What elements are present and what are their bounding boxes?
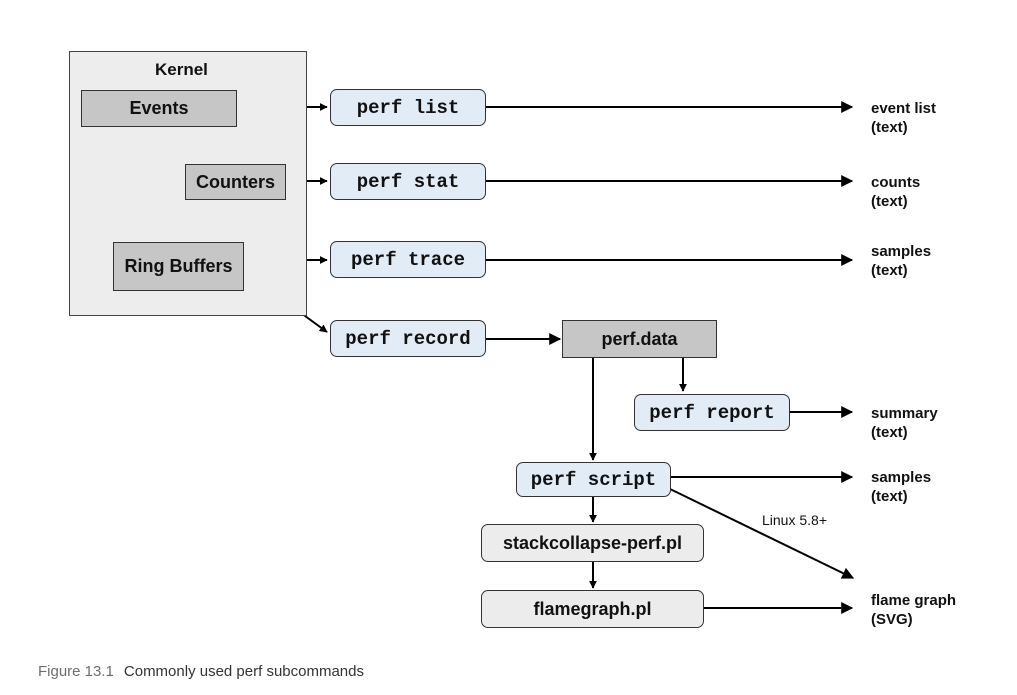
output-summary-line1: summary: [871, 405, 938, 422]
stackcollapse-box: stackcollapse-perf.pl: [481, 524, 704, 562]
perf-trace-box: perf trace: [330, 241, 486, 278]
output-event-list-line2: (text): [871, 119, 908, 136]
perf-list-box: perf list: [330, 89, 486, 126]
output-samples-script-line2: (text): [871, 488, 908, 505]
output-samples-script: samples (text): [871, 468, 931, 506]
figure-number: Figure 13.1: [38, 663, 114, 680]
figure-caption-text: Commonly used perf subcommands: [123, 663, 364, 680]
output-event-list: event list (text): [871, 99, 936, 137]
flamegraph-box: flamegraph.pl: [481, 590, 704, 628]
kernel-title: Kernel: [155, 60, 208, 79]
ring-buffers-box: Ring Buffers: [113, 242, 244, 291]
linux-version-note: Linux 5.8+: [762, 512, 827, 528]
output-flame-graph-line2: (SVG): [871, 611, 913, 628]
perf-script-box: perf script: [516, 462, 671, 497]
perf-data-box: perf.data: [562, 320, 717, 358]
events-box: Events: [81, 90, 237, 127]
output-summary-line2: (text): [871, 424, 908, 441]
output-counts: counts (text): [871, 173, 920, 211]
output-event-list-line1: event list: [871, 100, 937, 117]
perf-record-box: perf record: [330, 320, 486, 357]
output-flame-graph: flame graph (SVG): [871, 591, 956, 629]
output-samples-script-line1: samples: [871, 469, 932, 486]
output-samples-trace-line1: samples: [871, 243, 932, 260]
perf-stat-box: perf stat: [330, 163, 486, 200]
output-counts-line2: (text): [871, 193, 908, 210]
output-samples-trace-line2: (text): [871, 262, 908, 279]
output-samples-trace: samples (text): [871, 242, 931, 280]
perf-report-box: perf report: [634, 394, 790, 431]
output-flame-graph-line1: flame graph: [871, 592, 957, 609]
arrow-perf-script-to-flame-graph: [667, 487, 855, 579]
output-counts-line1: counts: [871, 174, 921, 191]
output-summary: summary (text): [871, 404, 938, 442]
counters-box: Counters: [185, 164, 286, 200]
figure-caption: Figure 13.1 Commonly used perf subcommand…: [38, 663, 364, 680]
